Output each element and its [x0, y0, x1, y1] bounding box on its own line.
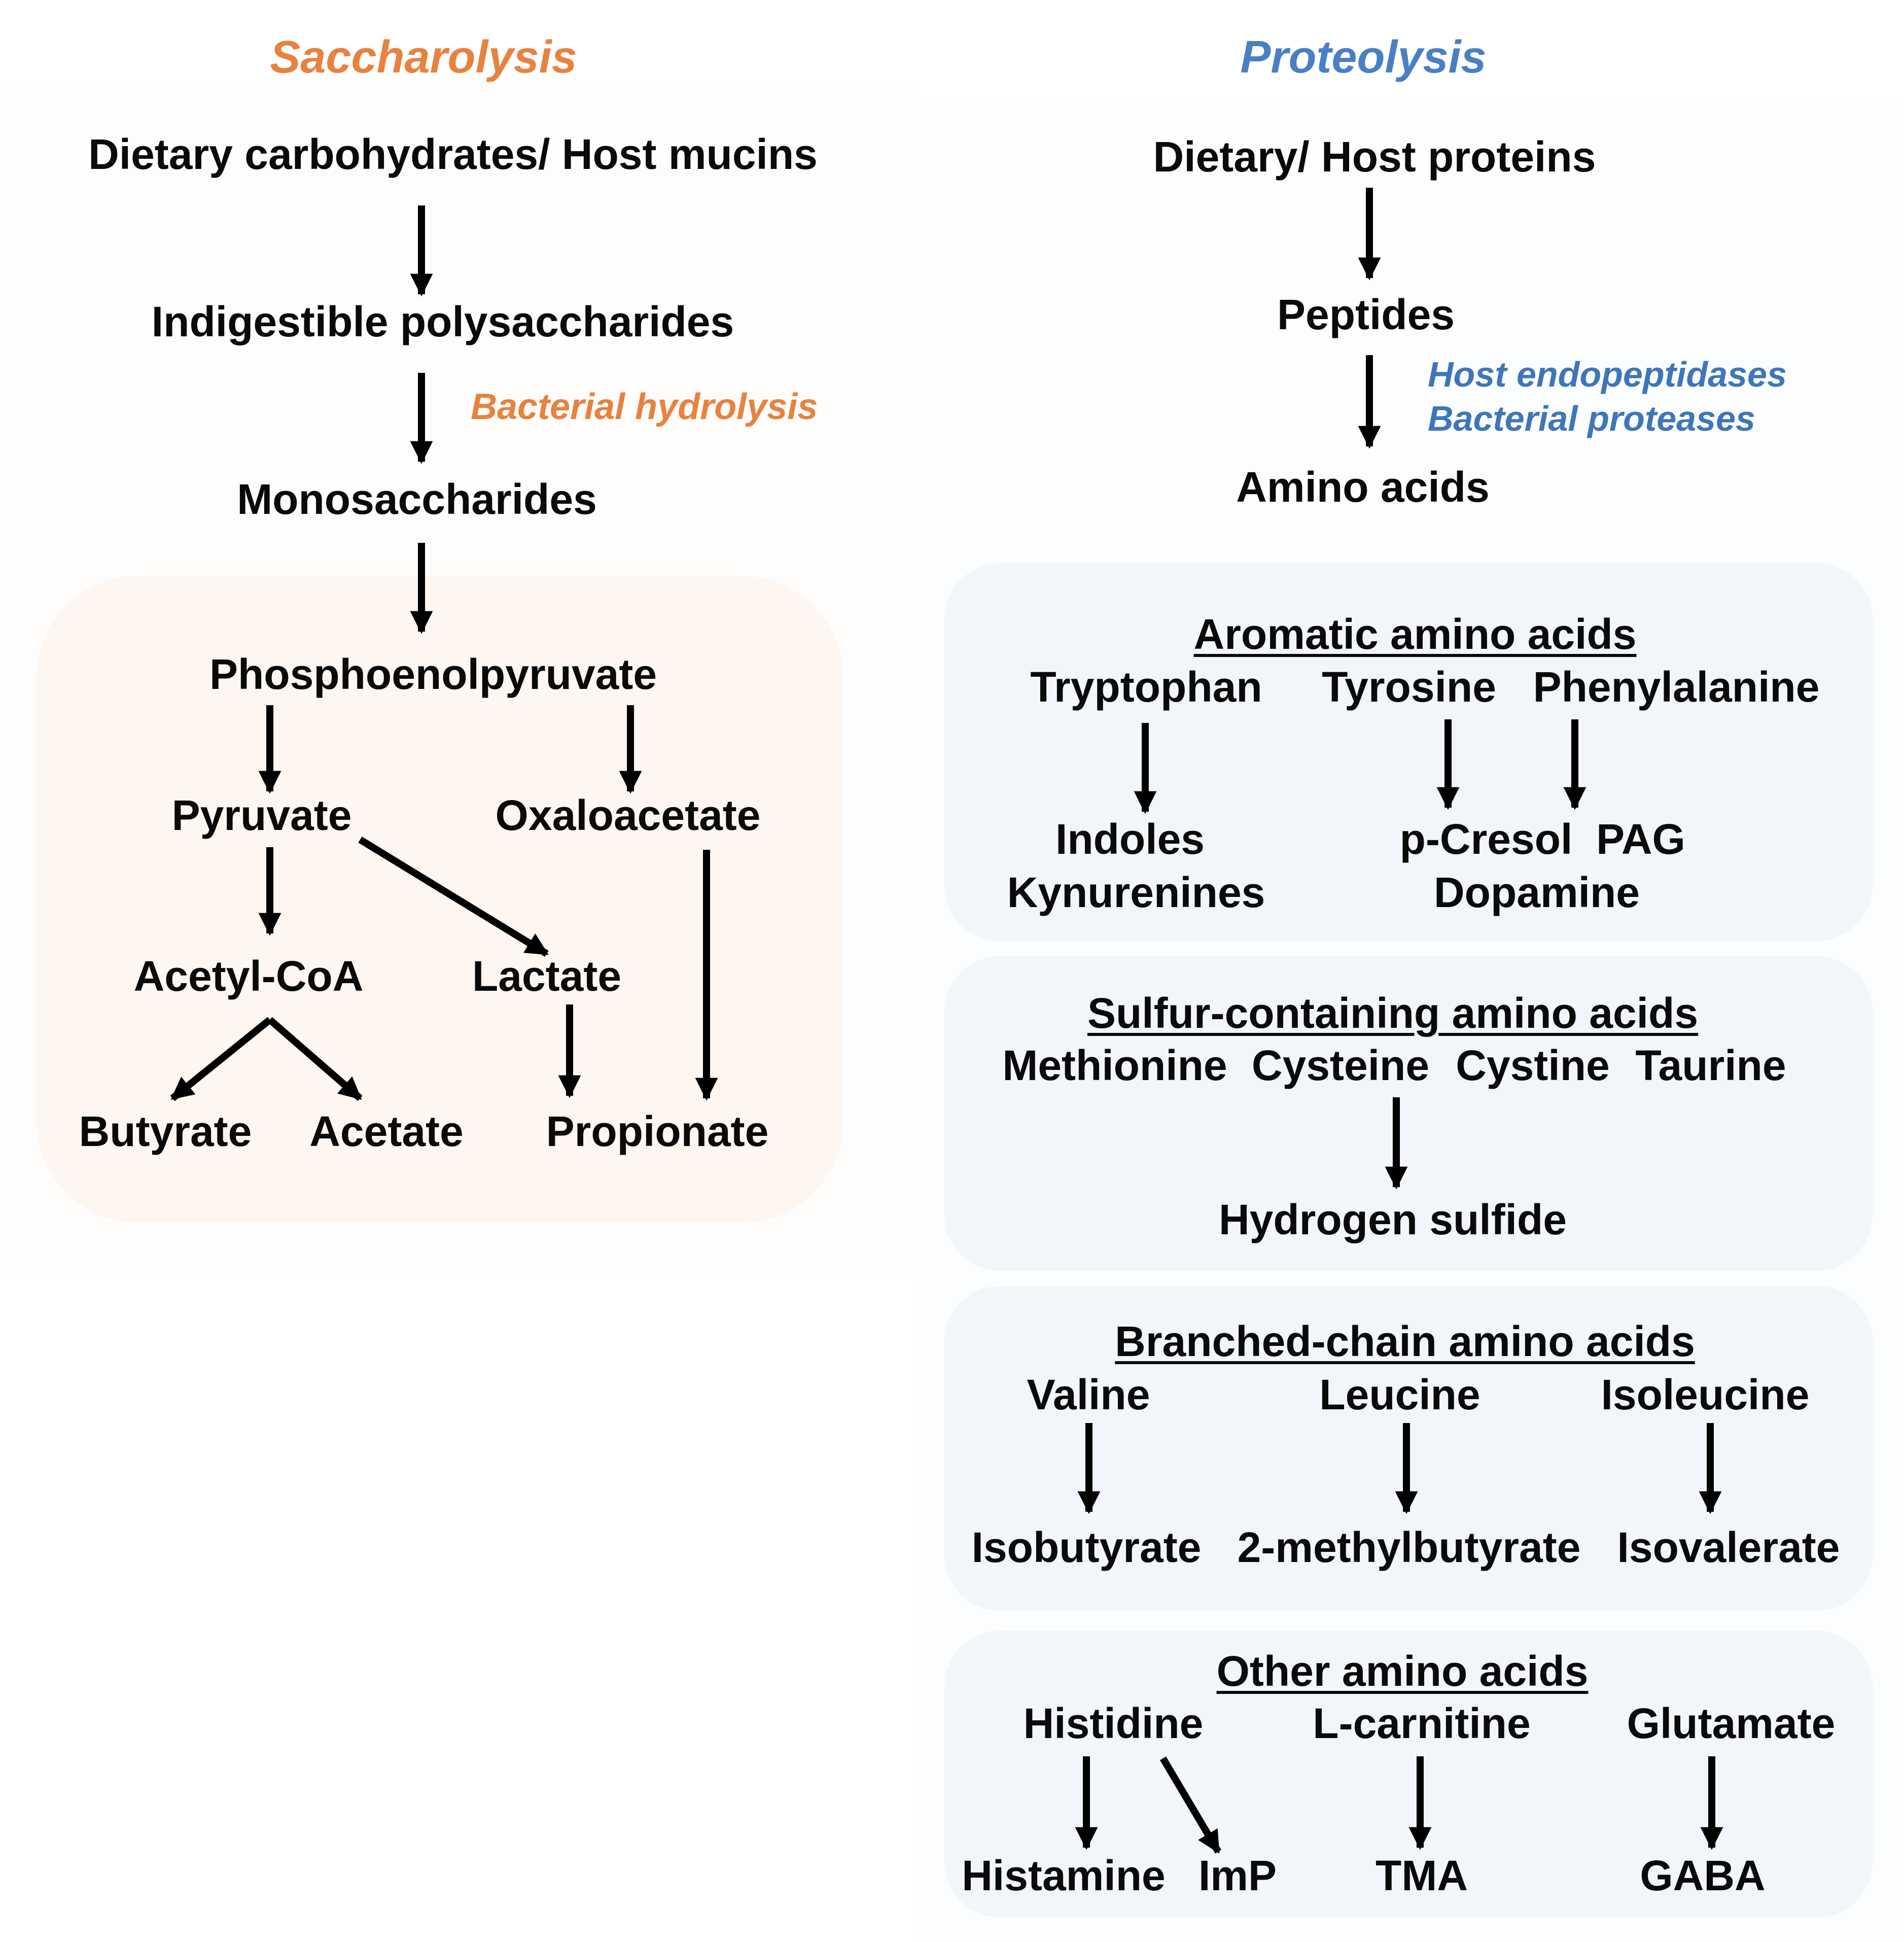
source-glutamate: Glutamate — [1627, 1700, 1836, 1747]
source-phenylalanine: Phenylalanine — [1533, 663, 1820, 711]
enzyme-note-host-endopeptidases: Host endopeptidases — [1428, 355, 1787, 394]
aromatic-group-box — [944, 563, 1873, 941]
other-group-box — [944, 1631, 1873, 1918]
source-tryptophan: Tryptophan — [1030, 663, 1262, 711]
group-heading-sulfur: Sulfur-containing amino acids — [1087, 989, 1699, 1037]
enzyme-note-bacterial-hydrolysis: Bacterial hydrolysis — [471, 387, 818, 427]
source-isoleucine: Isoleucine — [1601, 1371, 1810, 1418]
node-lactate: Lactate — [472, 952, 622, 1000]
node-propionate: Propionate — [546, 1107, 769, 1155]
node-monosaccharides: Monosaccharides — [237, 475, 597, 523]
product-kynurenines: Kynurenines — [1007, 869, 1265, 916]
node-oxaloacetate: Oxaloacetate — [495, 791, 761, 839]
product-tma: TMA — [1376, 1852, 1468, 1899]
node-peptides: Peptides — [1277, 291, 1455, 338]
source-methionine: Methionine — [1002, 1042, 1227, 1089]
product-2-methylbutyrate: 2-methylbutyrate — [1237, 1523, 1581, 1571]
proteolysis-title: Proteolysis — [1240, 32, 1487, 83]
product-isovalerate: Isovalerate — [1617, 1523, 1840, 1571]
node-acetyl-coa: Acetyl-CoA — [133, 952, 364, 1000]
source-histidine: Histidine — [1023, 1700, 1204, 1747]
source-cysteine: Cysteine — [1251, 1042, 1430, 1089]
node-amino-acids: Amino acids — [1236, 463, 1490, 511]
product-dopamine: Dopamine — [1433, 869, 1640, 916]
node-phosphoenolpyruvate: Phosphoenolpyruvate — [209, 650, 657, 698]
group-heading-aromatic: Aromatic amino acids — [1193, 610, 1637, 658]
source-cystine: Cystine — [1456, 1042, 1610, 1089]
enzyme-note-bacterial-proteases: Bacterial proteases — [1428, 399, 1755, 438]
product-isobutyrate: Isobutyrate — [971, 1523, 1202, 1571]
sulfur-group-box — [944, 956, 1873, 1271]
product-gaba: GABA — [1640, 1852, 1766, 1899]
product-histamine: Histamine — [962, 1852, 1166, 1899]
node-pyruvate: Pyruvate — [171, 791, 352, 839]
source-valine: Valine — [1027, 1371, 1150, 1418]
node-butyrate: Butyrate — [79, 1107, 252, 1155]
saccharolysis-title: Saccharolysis — [270, 32, 577, 83]
product-p-cresol: p-Cresol — [1399, 815, 1573, 863]
source-l-carnitine: L-carnitine — [1313, 1700, 1531, 1747]
product-pag: PAG — [1596, 815, 1685, 863]
node-dietary-host-proteins: Dietary/ Host proteins — [1153, 133, 1596, 181]
node-indigestible-polysaccharides: Indigestible polysaccharides — [151, 298, 734, 345]
product-imp: ImP — [1198, 1852, 1277, 1899]
node-acetate: Acetate — [309, 1107, 464, 1155]
product-hydrogen-sulfide: Hydrogen sulfide — [1218, 1196, 1567, 1243]
product-indoles: Indoles — [1055, 815, 1205, 863]
source-taurine: Taurine — [1635, 1042, 1786, 1089]
node-dietary-carbohydrates: Dietary carbohydrates/ Host mucins — [88, 130, 818, 178]
source-tyrosine: Tyrosine — [1322, 663, 1496, 711]
source-leucine: Leucine — [1319, 1371, 1480, 1418]
group-heading-branched: Branched-chain amino acids — [1115, 1317, 1695, 1365]
group-heading-other: Other amino acids — [1216, 1647, 1589, 1695]
